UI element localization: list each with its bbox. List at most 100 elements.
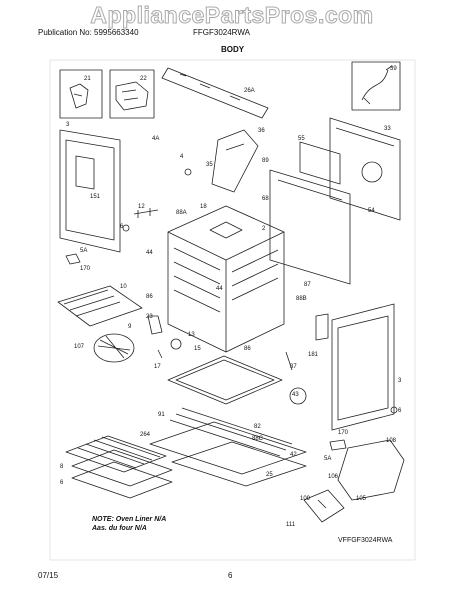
part-label-p109: 109 [300,496,311,502]
part-label-p264: 264 [140,432,151,438]
part-label-p21: 21 [84,76,91,82]
screw-6a [122,224,130,232]
note-line-2: Aas. du four N/A [92,525,147,532]
vent-duct-36 [211,129,259,193]
part-label-p6c: 6 [60,480,64,486]
part-label-p170a: 170 [80,266,91,272]
broiler-pan-10 [57,285,143,327]
screw-4 [184,168,192,176]
part-label-p33: 33 [384,126,391,132]
part-label-p42: 42 [290,452,297,458]
part-label-p88b: 88B [296,296,307,302]
inset-box-21 [59,69,103,119]
part-label-p82: 82 [254,424,261,430]
screw-17 [157,349,163,359]
motor-assembly-108 [337,439,405,501]
screw-43 [289,387,307,405]
part-label-p12: 12 [138,204,145,210]
part-label-p43: 43 [292,392,299,398]
part-label-p86a: 86 [146,294,153,300]
part-label-p10: 10 [120,284,127,290]
back-panel-opening [361,161,383,183]
part-label-p88c: 88C [252,436,264,442]
leveling-leg-170a [65,253,81,265]
door-panel-right [331,303,395,431]
part-label-p25: 25 [266,472,273,478]
door-panel-left [59,129,121,253]
part-label-p87: 87 [304,282,311,288]
watermark-logo: AppliancePartsPros.com [90,2,374,29]
part-label-p89: 89 [262,158,269,164]
door-latch-151 [75,155,95,190]
screw-6b [390,406,398,414]
part-label-p44a: 44 [146,250,153,256]
part-label-p86b: 86 [244,346,251,352]
inset-box-39 [351,61,401,111]
part-label-p151: 151 [90,194,101,200]
note-line-1: NOTE: Oven Liner N/A [92,516,167,523]
part-label-p106: 106 [328,474,339,480]
part-label-p108: 108 [386,438,397,444]
diagram-id: VFFGF3024RWA [338,537,393,544]
top-grommet-18 [209,221,243,239]
diagram-frame [49,59,416,561]
part-label-p105: 105 [356,496,367,502]
part-label-p6b: 6 [398,408,402,414]
part-label-p6a: 6 [120,224,124,230]
footer-date: 07/15 [38,571,59,580]
section-title: BODY [221,45,245,54]
part-label-p54: 54 [368,208,375,214]
footer-page-number: 6 [228,571,233,580]
part-label-p4a: 4A [152,136,159,142]
part-label-p36: 36 [258,128,265,134]
part-label-p2: 2 [262,226,266,232]
burner-guard-spokes [97,335,131,359]
hinge-181 [315,313,329,341]
part-label-p170b: 170 [338,430,349,436]
publication-number: Publication No: 5995663340 [38,28,139,37]
burner-guard-107 [93,333,135,363]
heat-shield-82 [169,407,293,457]
valve-23 [147,315,163,335]
part-label-p3a: 3 [66,122,70,128]
part-label-p18: 18 [200,204,207,210]
bottom-panel-91 [167,355,283,405]
cavity-side-ribs [231,249,279,301]
part-label-p181: 181 [308,352,319,358]
part-label-p13: 13 [188,332,195,338]
part-label-p5a: 5A [80,248,87,254]
part-label-p9: 9 [128,324,132,330]
back-panel-33 [329,117,401,221]
base-plate-42 [149,421,307,475]
top-bracket-26a [161,67,269,119]
part-label-p107: 107 [74,344,85,350]
part-label-p3b: 3 [398,378,402,384]
part-label-p8: 8 [60,464,64,470]
bracket-part-21 [69,83,89,109]
part-label-p23: 23 [146,314,153,320]
oven-racks-8 [65,435,173,499]
part-label-p88a: 88A [176,210,187,216]
cover-plate-55 [299,141,341,185]
oven-rack-wires [77,436,161,469]
part-label-p37: 37 [290,364,297,370]
part-label-p39: 39 [390,66,397,72]
part-label-p44b: 44 [216,286,223,292]
bracket-part-22 [115,81,149,111]
inset-box-22 [109,69,155,119]
part-label-p91: 91 [158,412,165,418]
part-label-p5b: 5A [324,456,331,462]
cavity-rack-guides [173,247,221,313]
part-label-p4: 4 [180,154,184,160]
part-label-p17: 17 [154,364,161,370]
igniter-12 [133,208,159,218]
part-label-p111: 111 [286,522,296,528]
skid-25 [171,441,307,487]
wire-harness-39 [361,65,393,105]
part-label-p26a: 26A [244,88,255,94]
part-label-p55: 55 [298,136,305,142]
part-label-p68: 68 [262,196,269,202]
model-number: FFGF3024RWA [193,28,250,37]
